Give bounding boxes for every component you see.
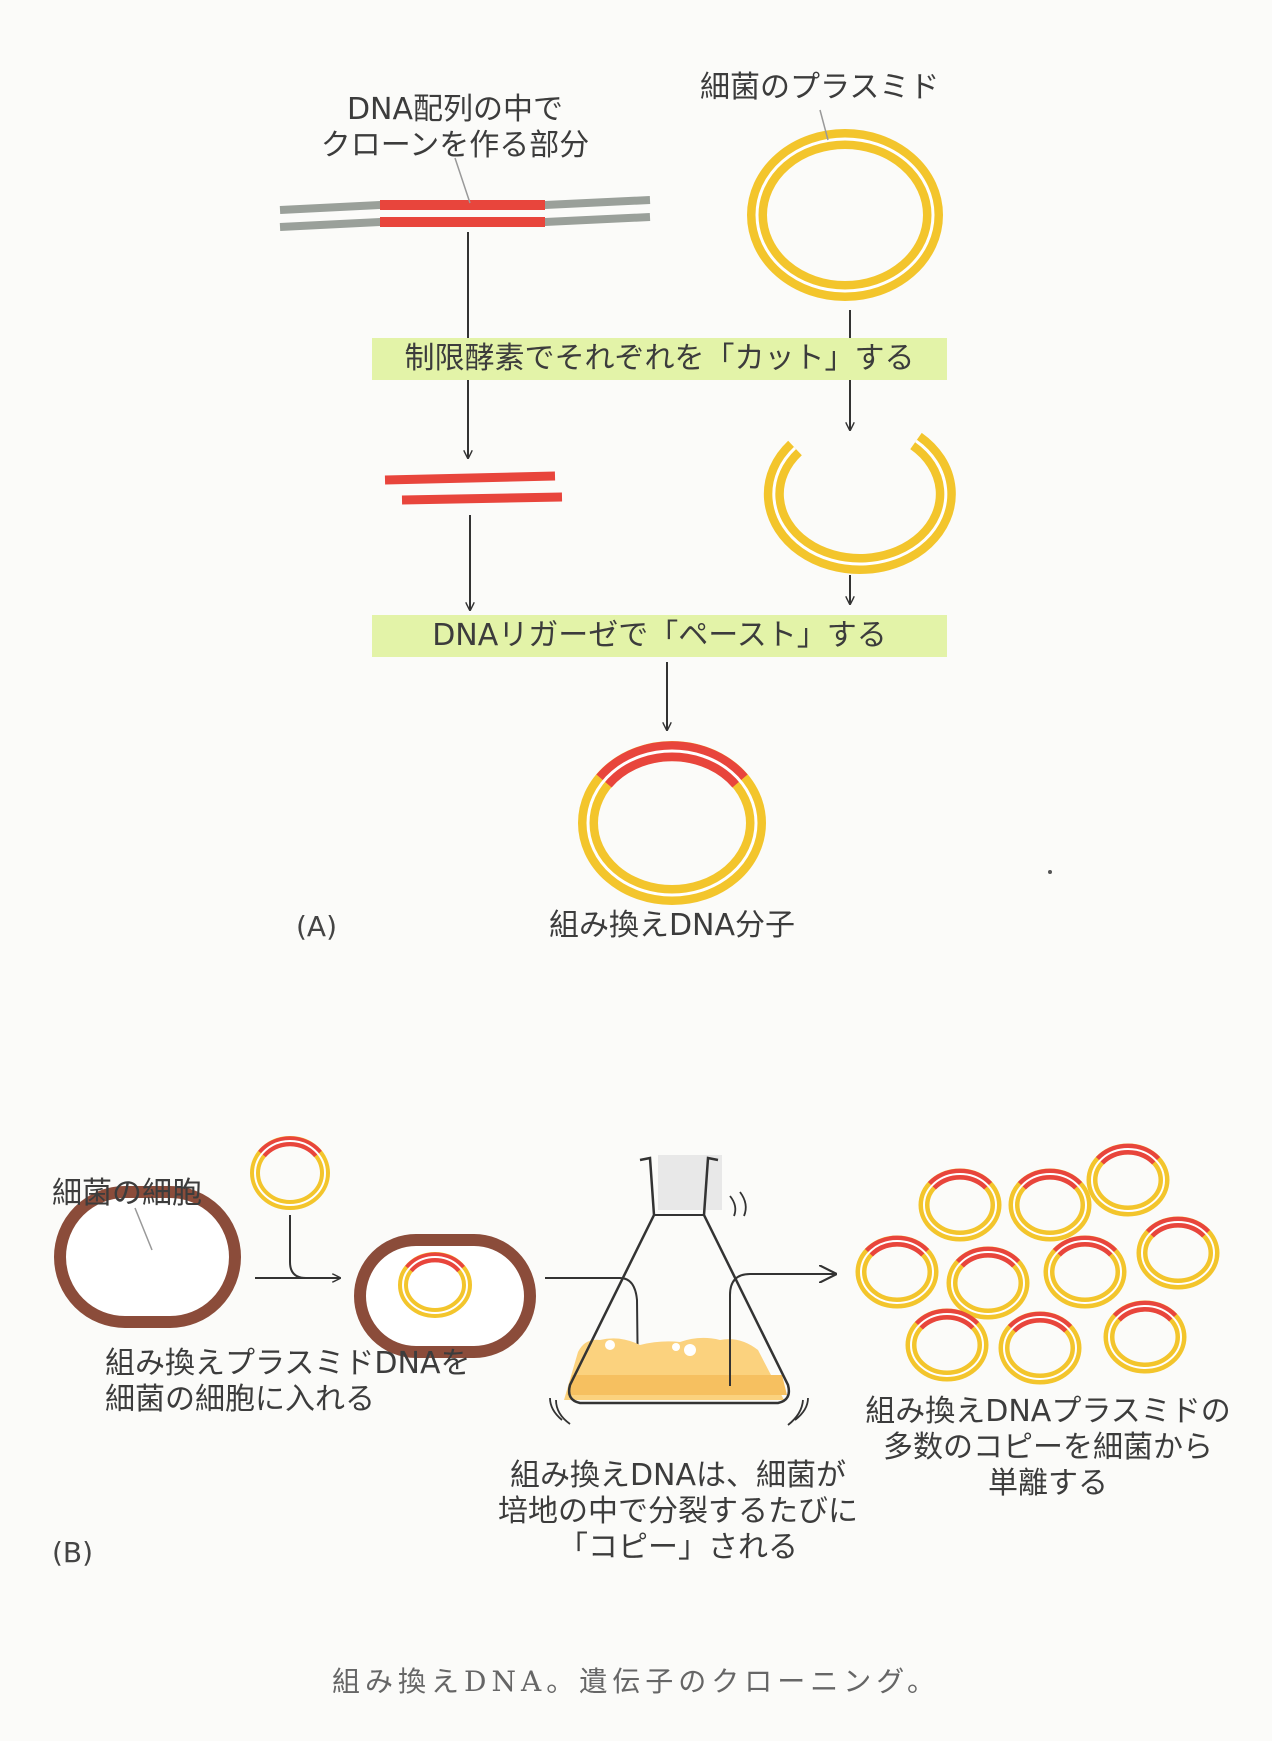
plasmid-copy xyxy=(1103,1300,1187,1374)
restriction-enzyme-step: 制限酵素でそれぞれを「カット」する xyxy=(372,338,947,380)
plasmid-copy xyxy=(905,1308,989,1382)
isolate-label-line-3: 単離する xyxy=(988,1466,1108,1501)
ligase-step: DNAリガーゼで「ペースト」する xyxy=(372,615,947,657)
recombinant-dna-molecule xyxy=(578,741,766,905)
bacterial-cell xyxy=(54,1186,241,1328)
dna-sequence-strand xyxy=(279,196,651,231)
cell-label-leader xyxy=(134,1207,153,1251)
replication-label-line-2: 培地の中で分裂するたびに xyxy=(498,1494,858,1529)
plasmid-copy xyxy=(1086,1143,1170,1217)
plasmid-copy xyxy=(998,1311,1082,1385)
replication-label-line-1: 組み換えDNAは、細菌が xyxy=(509,1458,847,1493)
arrow-into-flask xyxy=(545,1277,638,1388)
opened-plasmid xyxy=(763,432,956,574)
input-recombinant-plasmid xyxy=(250,1136,330,1210)
replication-label-line-3: 「コピー」される xyxy=(558,1530,798,1565)
panel-a-marker: (A) xyxy=(296,910,338,943)
dna-label-leader xyxy=(454,157,471,204)
dna-label-line-1: DNA配列の中で xyxy=(346,92,564,127)
shake-marks xyxy=(549,1191,809,1426)
panel-b-marker: (B) xyxy=(52,1536,94,1569)
plasmid-copy xyxy=(855,1235,939,1309)
plasmid-copy xyxy=(1008,1168,1092,1242)
dna-label-line-2: クローンを作る部分 xyxy=(320,128,590,163)
plasmid-label: 細菌のプラスミド xyxy=(700,70,940,105)
insert-label-line-2: 細菌の細胞に入れる xyxy=(105,1382,375,1417)
cut-dna-fragment xyxy=(384,471,563,505)
transform-step-label: 組み換えプラスミドDNAを 細菌の細胞に入れる xyxy=(105,1346,470,1418)
plasmid-copy xyxy=(1043,1235,1127,1309)
plasmid-copies xyxy=(855,1143,1220,1385)
dna-segment-label: DNA配列の中で クローンを作る部分 xyxy=(321,92,590,164)
plasmid-label-leader xyxy=(819,109,829,141)
replication-label: 組み換えDNAは、細菌が 培地の中で分裂するたびに 「コピー」される xyxy=(498,1458,858,1566)
plasmid-copy xyxy=(918,1168,1002,1242)
speck xyxy=(1048,870,1052,874)
flask-cotton-plug xyxy=(658,1155,722,1210)
clone-segment xyxy=(380,200,545,227)
bacterial-cell-label: 細菌の細胞 xyxy=(52,1176,202,1211)
plasmid-copy xyxy=(1136,1216,1220,1290)
plasmid-copy xyxy=(946,1246,1030,1320)
transformed-bacterial-cell xyxy=(354,1234,536,1358)
isolation-label: 組み換えDNAプラスミドの 多数のコピーを細菌から 単離する xyxy=(865,1394,1230,1502)
isolate-label-line-2: 多数のコピーを細菌から xyxy=(883,1430,1213,1465)
bacterial-plasmid xyxy=(747,129,943,301)
insert-label-line-1: 組み換えプラスミドDNAを xyxy=(105,1346,471,1381)
arrow-out-of-flask xyxy=(729,1274,835,1386)
figure-caption: 組み換えDNA。遺伝子のクローニング。 xyxy=(332,1665,940,1698)
isolate-label-line-1: 組み換えDNAプラスミドの xyxy=(865,1394,1231,1429)
arrow-plasmid-into-cell xyxy=(289,1215,307,1279)
recombinant-dna-label: 組み換えDNA分子 xyxy=(548,908,796,943)
